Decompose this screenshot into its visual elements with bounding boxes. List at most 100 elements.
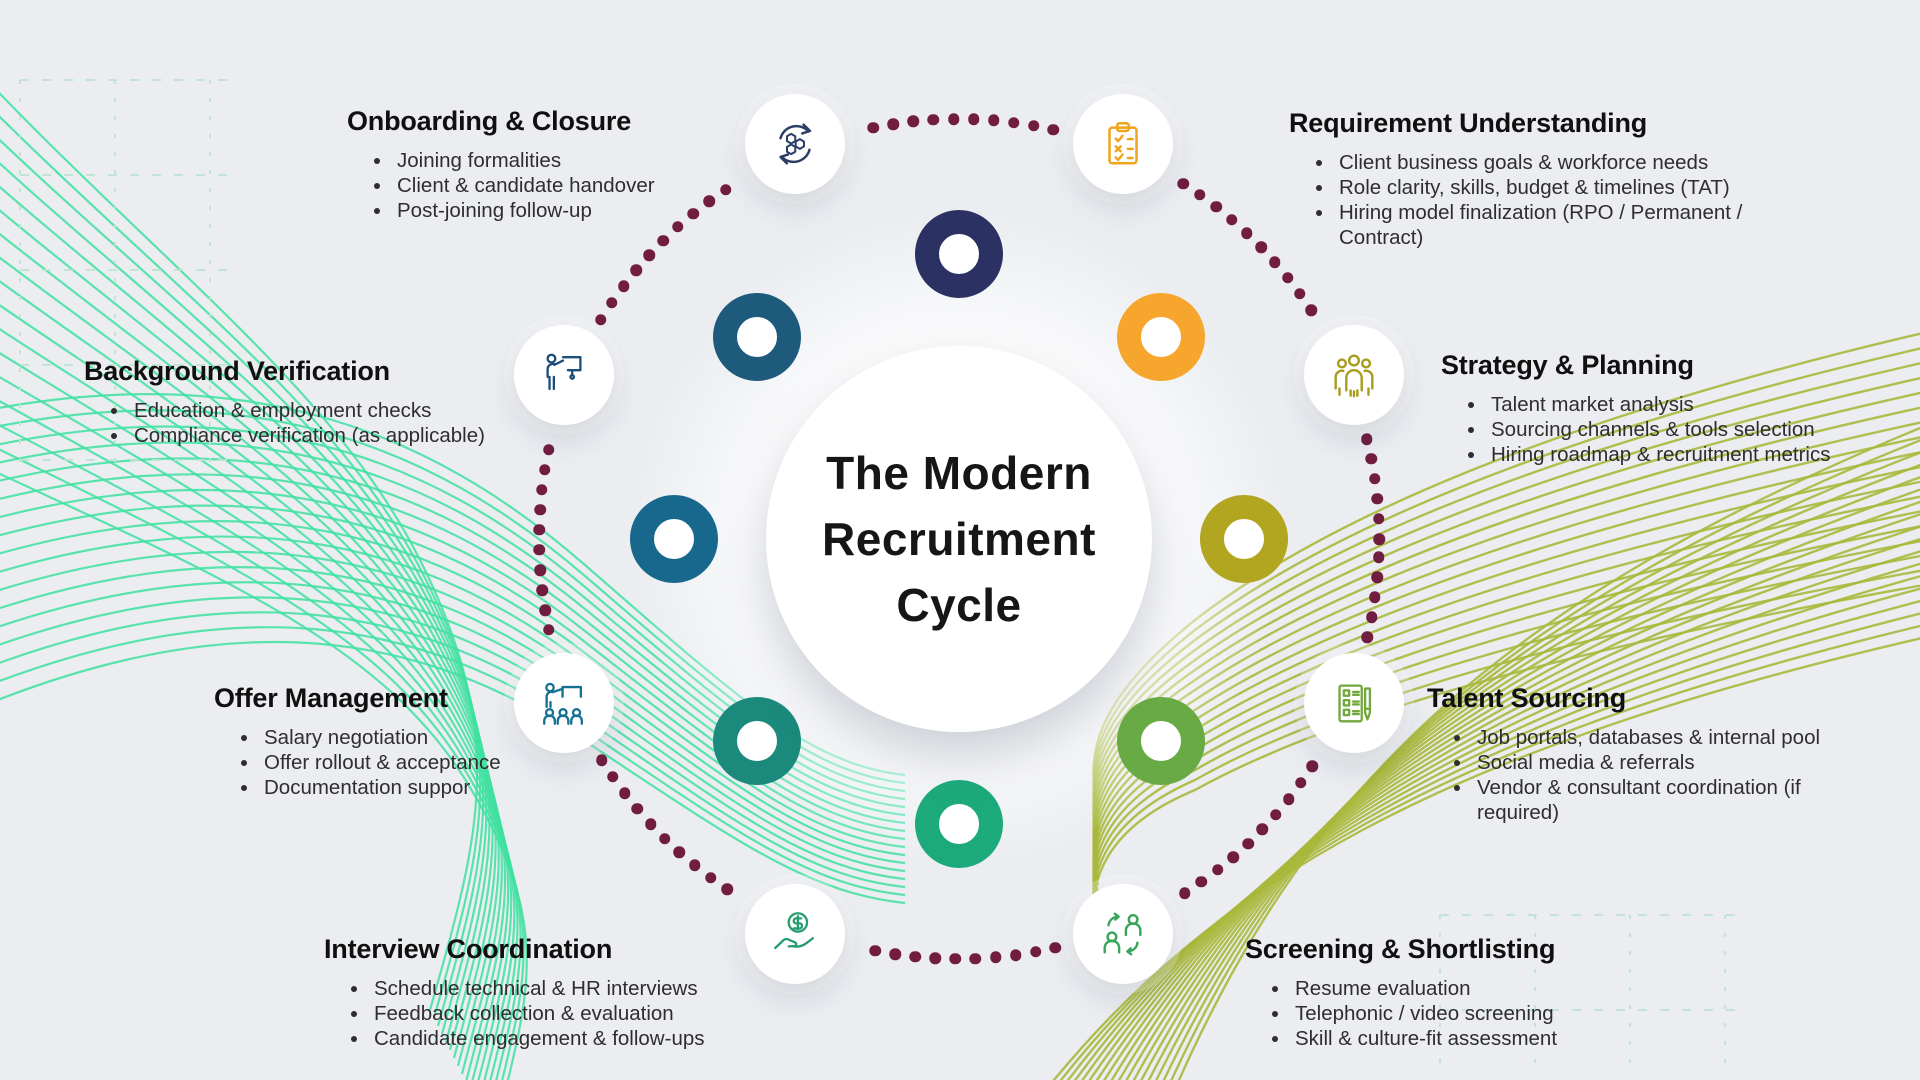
section-onboarding-closure: Onboarding & Closure Joining formalities… bbox=[347, 106, 777, 223]
ring-dot bbox=[988, 114, 1000, 127]
ring-dot bbox=[867, 122, 880, 134]
ring-dot bbox=[618, 787, 631, 799]
section-strategy-planning: Strategy & Planning Talent market analys… bbox=[1441, 350, 1861, 467]
bullet-item: Skill & culture-fit assessment bbox=[1291, 1026, 1715, 1051]
section-bullets: Job portals, databases & internal poolSo… bbox=[1427, 725, 1847, 825]
ring-donut bbox=[630, 495, 718, 583]
bullet-item: Hiring model finalization (RPO / Permane… bbox=[1335, 200, 1769, 250]
section-bullets: Schedule technical & HR interviewsFeedba… bbox=[324, 976, 794, 1051]
candidate-swap-icon bbox=[1103, 912, 1142, 956]
bullet-item: Talent market analysis bbox=[1487, 392, 1857, 417]
ring-dot bbox=[1211, 864, 1224, 876]
bullet-item: Documentation suppor bbox=[260, 775, 594, 800]
ring-dot bbox=[1295, 777, 1307, 789]
ring-donut bbox=[713, 696, 802, 785]
bullet-item: Feedback collection & evaluation bbox=[370, 1001, 794, 1026]
ring-dot bbox=[534, 503, 546, 516]
section-screening-shortlisting: Screening & Shortlisting Resume evaluati… bbox=[1245, 934, 1715, 1051]
ring-dot bbox=[947, 113, 960, 125]
ring-dot bbox=[1241, 227, 1253, 239]
ring-dot bbox=[1294, 287, 1306, 300]
ring-dot bbox=[929, 952, 941, 965]
section-interview-coordination: Interview Coordination Schedule technica… bbox=[324, 934, 794, 1051]
ring-dot bbox=[1369, 591, 1381, 604]
ring-donut bbox=[1116, 293, 1205, 382]
section-title: Strategy & Planning bbox=[1441, 350, 1694, 380]
talent-sourcing-badge bbox=[1304, 652, 1405, 753]
ring-dot bbox=[1372, 513, 1385, 525]
section-title: Background Verification bbox=[84, 356, 390, 386]
person-board-icon bbox=[546, 353, 582, 391]
section-bullets: Salary negotiationOffer rollout & accept… bbox=[214, 725, 594, 800]
ring-dot bbox=[596, 754, 608, 766]
bullet-item: Salary negotiation bbox=[260, 725, 594, 750]
ring-dot bbox=[1047, 124, 1060, 136]
ring-donut bbox=[1116, 696, 1205, 785]
ring-dot bbox=[534, 564, 546, 576]
ring-dot bbox=[704, 871, 717, 884]
ring-dot bbox=[909, 950, 921, 963]
ring-dot bbox=[1049, 942, 1061, 954]
ring-dot bbox=[1029, 946, 1042, 958]
ring-dot bbox=[539, 604, 551, 616]
ring-dot bbox=[1361, 631, 1374, 643]
ring-dot bbox=[1371, 492, 1383, 505]
ring-dot bbox=[927, 114, 940, 126]
ring-dot bbox=[1195, 876, 1208, 888]
offer-management-badge bbox=[513, 652, 614, 753]
ring-dot bbox=[631, 803, 643, 815]
bullet-item: Client business goals & workforce needs bbox=[1335, 150, 1769, 175]
ring-dot bbox=[1027, 119, 1040, 132]
background-verification-badge bbox=[513, 325, 614, 426]
bullet-item: Social media & referrals bbox=[1473, 750, 1847, 775]
checklist-pen-icon bbox=[1338, 684, 1372, 723]
bullet-item: Job portals, databases & internal pool bbox=[1473, 725, 1847, 750]
ring-dot bbox=[869, 944, 881, 957]
ring-dot bbox=[967, 113, 980, 125]
center-circle: The Modern Recruitment Cycle bbox=[766, 346, 1152, 732]
ring-dot bbox=[1256, 823, 1269, 836]
section-background-verification: Background Verification Education & empl… bbox=[84, 356, 574, 448]
bullet-item: Compliance verification (as applicable) bbox=[130, 423, 574, 448]
onboarding-closure-badge bbox=[745, 93, 846, 194]
strategy-planning-badge bbox=[1304, 325, 1405, 426]
ring-dot bbox=[1281, 271, 1294, 284]
section-bullets: Client business goals & workforce needsR… bbox=[1289, 150, 1769, 250]
section-title: Screening & Shortlisting bbox=[1245, 934, 1556, 964]
requirement-understanding-badge bbox=[1072, 93, 1173, 194]
section-requirement-understanding: Requirement Understanding Client busines… bbox=[1289, 108, 1769, 250]
bullet-item: Post-joining follow-up bbox=[393, 198, 777, 223]
section-bullets: Resume evaluationTelephonic / video scre… bbox=[1245, 976, 1715, 1051]
ring-dot bbox=[595, 313, 607, 326]
section-title: Onboarding & Closure bbox=[347, 106, 632, 136]
section-title: Offer Management bbox=[214, 683, 448, 713]
clipboard-checklist-icon bbox=[1108, 121, 1138, 165]
section-bullets: Education & employment checksCompliance … bbox=[84, 398, 574, 448]
ring-dot bbox=[907, 115, 920, 128]
section-talent-sourcing: Talent Sourcing Job portals, databases &… bbox=[1427, 683, 1847, 825]
ring-dot bbox=[1008, 116, 1020, 129]
ring-dot bbox=[1368, 472, 1381, 485]
ring-dot bbox=[630, 264, 642, 277]
section-title: Talent Sourcing bbox=[1427, 683, 1627, 713]
ring-dot bbox=[1365, 453, 1378, 465]
screening-shortlisting-badge bbox=[1072, 884, 1173, 985]
bullet-item: Hiring roadmap & recruitment metrics bbox=[1487, 442, 1857, 467]
ring-donut bbox=[915, 780, 1003, 868]
ring-dot bbox=[1371, 571, 1383, 584]
ring-dot bbox=[536, 584, 548, 596]
ring-dot bbox=[1210, 201, 1222, 213]
ring-donut bbox=[915, 210, 1003, 298]
hand-dollar-icon bbox=[774, 912, 815, 950]
ring-dot bbox=[889, 948, 901, 960]
ring-dot bbox=[1227, 851, 1239, 863]
ring-dot bbox=[533, 544, 545, 556]
ring-dot bbox=[687, 208, 699, 220]
ring-dot bbox=[617, 280, 630, 292]
bullet-item: Offer rollout & acceptance bbox=[260, 750, 594, 775]
ring-dot bbox=[1177, 178, 1189, 190]
ring-dot bbox=[887, 118, 900, 130]
people-group-icon bbox=[1334, 354, 1374, 398]
ring-dot bbox=[1255, 241, 1267, 253]
